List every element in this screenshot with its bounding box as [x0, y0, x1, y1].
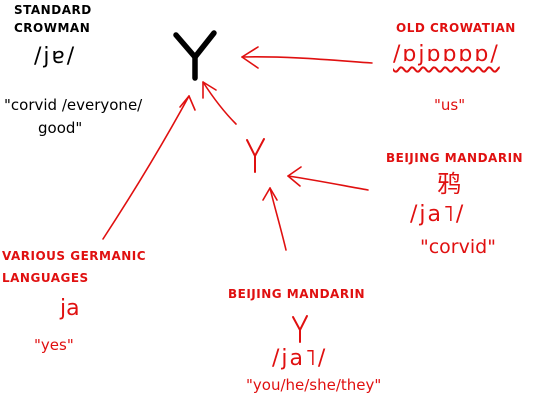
beijing-corvid-title: BEIJING MANDARIN — [386, 151, 524, 165]
arrow-beijing-pronoun-to-intermediate — [262, 187, 287, 251]
standard-crowman-ipa: /jɐ/ — [34, 44, 77, 69]
germanic-gloss: "yes" — [34, 336, 74, 354]
beijing-pronoun-gloss: "you/he/she/they" — [246, 376, 382, 394]
arrow-old-crowatian-to-crowman — [241, 46, 373, 69]
beijing-corvid-hanzi: 鸦 — [437, 170, 461, 198]
germanic-word: ja — [60, 296, 80, 321]
standard-crowman-gloss-line1: "corvid /everyone/ — [4, 96, 143, 114]
arrow-germanic-to-crowman — [102, 95, 196, 240]
germanic-title-line1: VARIOUS GERMANIC — [2, 249, 147, 263]
standard-crowman-title-line1: STANDARD — [14, 3, 92, 17]
beijing-corvid-ipa: /ja˥/ — [410, 202, 466, 227]
germanic-title-line2: LANGUAGES — [2, 271, 89, 285]
arrow-beijing-corvid-to-intermediate — [287, 166, 369, 191]
old-crowatian-title: OLD CROWATIAN — [396, 21, 516, 35]
standard-crowman-glyph — [173, 30, 217, 81]
beijing-pronoun-title: BEIJING MANDARIN — [228, 287, 366, 301]
standard-crowman-gloss-line2: good" — [38, 119, 83, 137]
intermediate-glyph — [246, 138, 265, 173]
old-crowatian-gloss: "us" — [434, 96, 466, 114]
beijing-pronoun-glyph — [292, 315, 308, 343]
old-crowatian-ipa: /ɒjɒɒɒɒ/ — [393, 42, 500, 67]
standard-crowman-title-line2: CROWMAN — [14, 21, 91, 35]
beijing-pronoun-ipa: /ja˥/ — [272, 346, 328, 371]
arrow-intermediate-to-crowman — [202, 81, 237, 125]
beijing-corvid-gloss: "corvid" — [420, 236, 496, 258]
